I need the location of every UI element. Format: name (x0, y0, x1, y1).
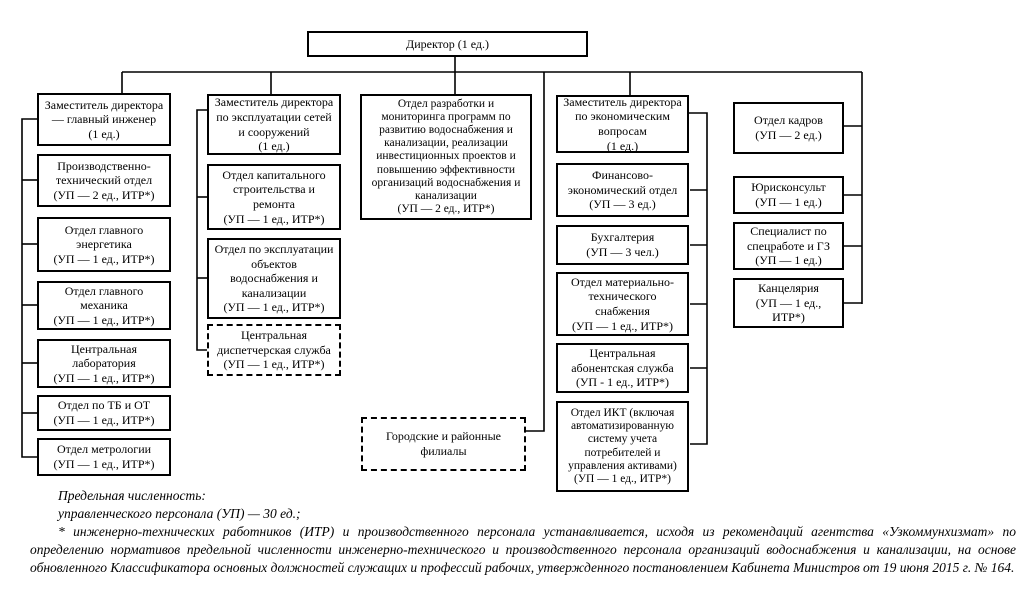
box-production-technical-dept: Производственно- технический отдел (УП —… (37, 154, 171, 207)
box-capital-construction-dept: Отдел капитального строительства и ремон… (207, 164, 341, 230)
footnote-itr-note: * инженерно-технических работников (ИТР)… (30, 524, 1016, 575)
footnote: Предельная численность: управленческого … (30, 487, 1016, 577)
box-chief-mechanic-dept: Отдел главного механика (УП — 1 ед., ИТР… (37, 281, 171, 330)
footnote-up-limit: управленческого персонала (УП) — 30 ед.; (58, 506, 301, 521)
box-deputy-director-economics: Заместитель директора по экономическим в… (556, 95, 689, 153)
box-finance-economic-dept: Финансово- экономический отдел (УП — 3 е… (556, 163, 689, 217)
box-central-laboratory: Центральная лаборатория (УП — 1 ед., ИТР… (37, 339, 171, 388)
box-material-supply-dept: Отдел материально- технического снабжени… (556, 272, 689, 336)
box-hr-dept: Отдел кадров (УП — 2 ед.) (733, 102, 844, 154)
box-deputy-director-chief-engineer: Заместитель директора — главный инженер … (37, 93, 171, 146)
box-director: Директор (1 ед.) (307, 31, 588, 57)
box-accounting: Бухгалтерия (УП — 3 чел.) (556, 225, 689, 265)
box-chief-power-engineer-dept: Отдел главного энергетика (УП — 1 ед., И… (37, 217, 171, 272)
box-water-sewer-operations-dept: Отдел по эксплуатации объектов водоснабж… (207, 238, 341, 319)
box-legal-counsel: Юрисконсульт (УП — 1 ед.) (733, 176, 844, 214)
box-central-subscriber-service: Центральная абонентская служба (УП - 1 е… (556, 343, 689, 393)
footnote-heading: Предельная численность: (58, 488, 206, 503)
box-ict-dept: Отдел ИКТ (включая автоматизированную си… (556, 401, 689, 492)
box-special-work-specialist: Специалист по спецработе и ГЗ (УП — 1 ед… (733, 222, 844, 270)
box-chancellery: Канцелярия (УП — 1 ед., ИТР*) (733, 278, 844, 328)
box-deputy-director-networks: Заместитель директора по эксплуатации се… (207, 94, 341, 155)
box-metrology-dept: Отдел метрологии (УП — 1 ед., ИТР*) (37, 438, 171, 476)
box-safety-dept: Отдел по ТБ и ОТ (УП — 1 ед., ИТР*) (37, 395, 171, 431)
box-central-dispatch-service: Центральная диспетчерская служба (УП — 1… (207, 324, 341, 376)
box-city-district-branches: Городские и районные филиалы (361, 417, 526, 471)
box-program-development-dept: Отдел разработки и мониторинга программ … (360, 94, 532, 220)
